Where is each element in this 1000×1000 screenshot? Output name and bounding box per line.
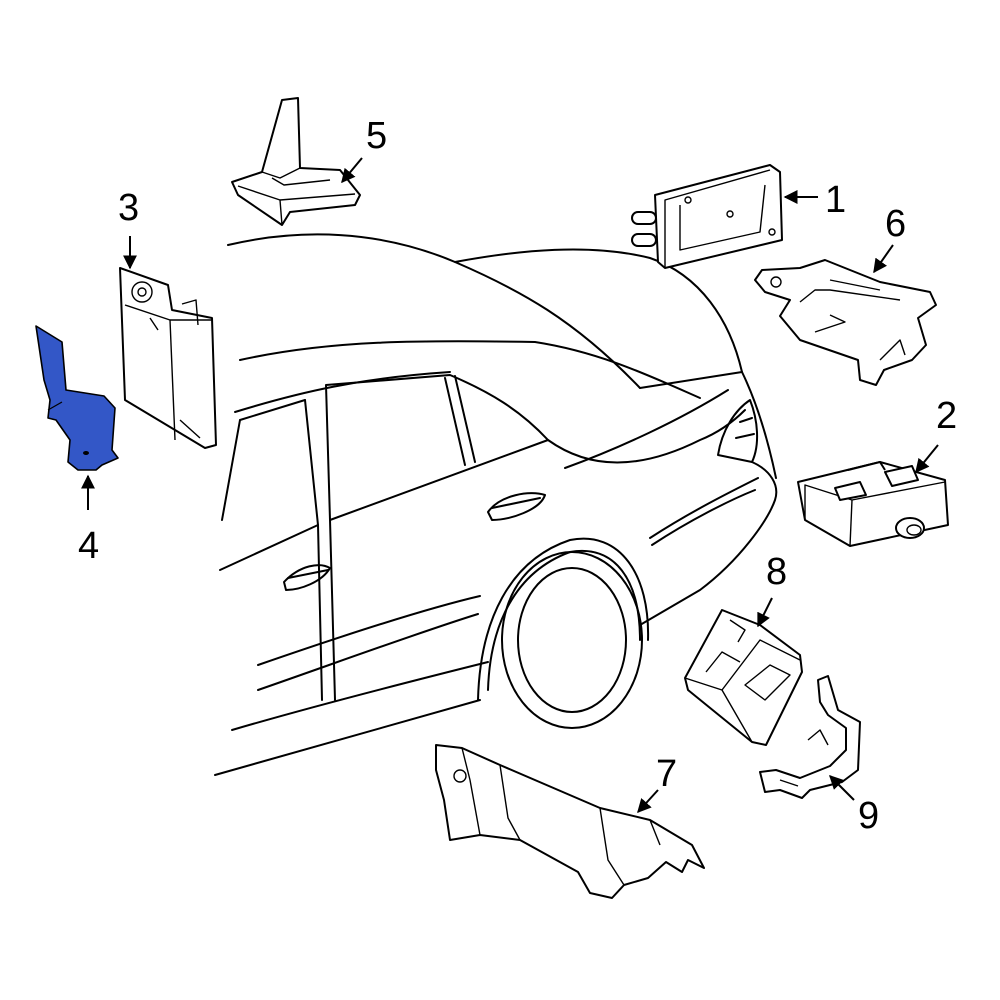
part-2-control-unit [797,461,949,547]
callout-2[interactable]: 2 [936,395,957,437]
callout-5[interactable]: 5 [366,115,387,157]
callout-4[interactable]: 4 [78,525,99,567]
part-6-bracket [754,259,937,386]
callout-3[interactable]: 3 [118,187,139,229]
car-outline [214,233,778,776]
callout-labels: 1 2 3 4 5 6 7 8 9 [78,115,957,837]
callout-6[interactable]: 6 [885,203,906,245]
part-9-bracket [759,675,861,799]
part-1-module [631,164,783,269]
callout-7[interactable]: 7 [656,753,677,795]
part-5-antenna [231,97,361,226]
callout-8[interactable]: 8 [766,551,787,593]
callout-1[interactable]: 1 [825,179,846,221]
part-3-module [119,267,217,449]
part-4-bracket-highlighted [35,325,119,471]
part-7-bracket [435,744,705,899]
callout-leaders [81,157,939,814]
callout-9[interactable]: 9 [858,795,879,837]
part-8-module [684,609,803,746]
